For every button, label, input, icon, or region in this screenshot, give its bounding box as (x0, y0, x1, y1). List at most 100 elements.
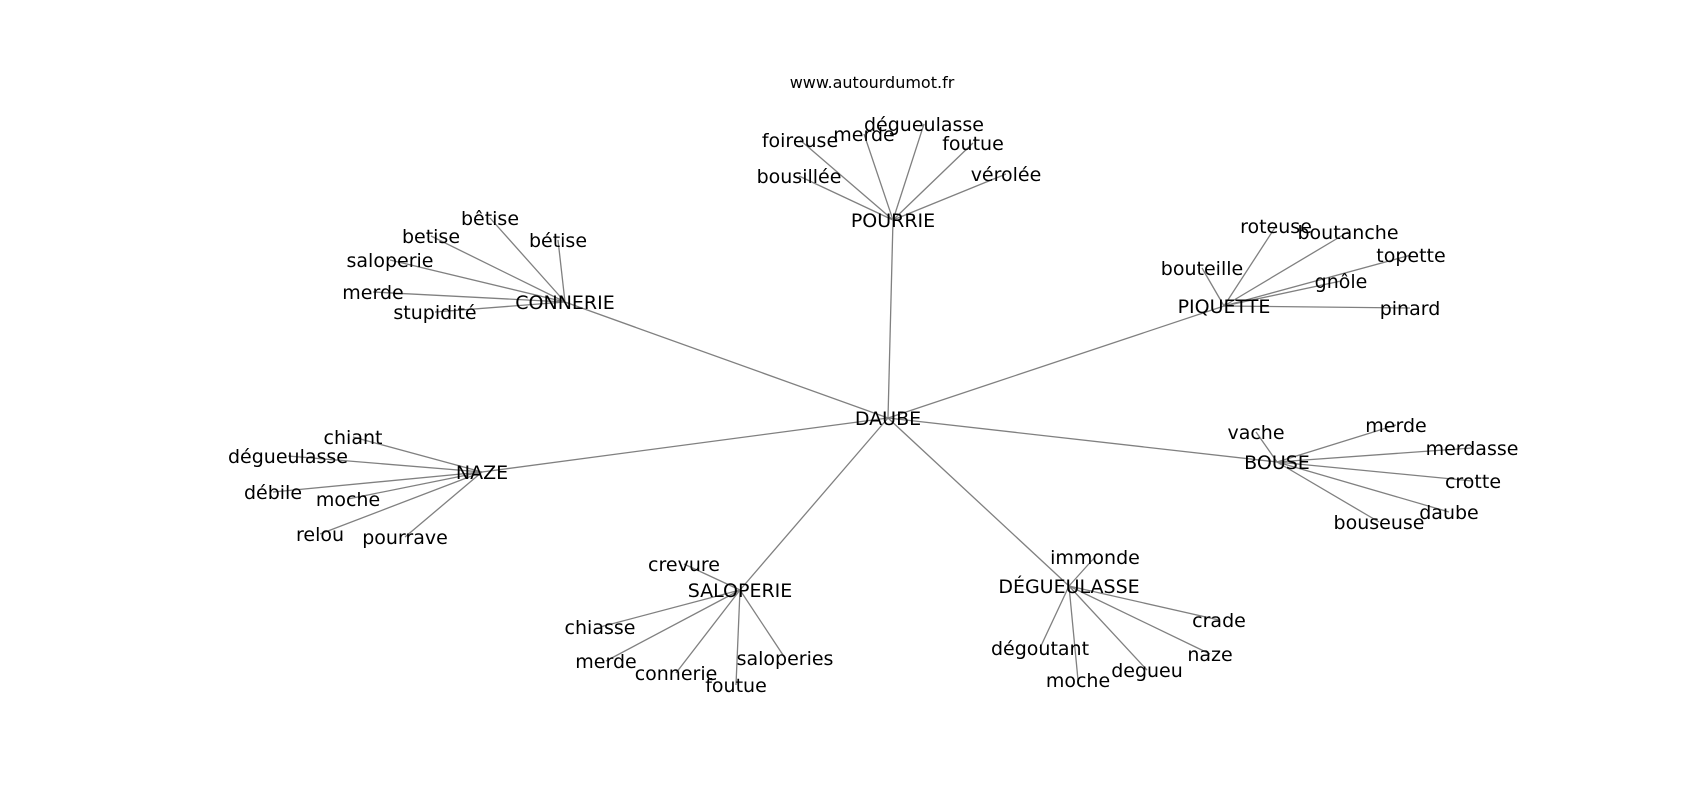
hub-node-label: POURRIE (851, 210, 935, 232)
edge-hub-leaf (1223, 254, 1412, 307)
edge-hub-leaf (1068, 585, 1079, 681)
leaf-node-label: vache (1227, 422, 1284, 444)
edge-hub-leaf (1223, 305, 1411, 309)
leaf-node-label: bouseuse (1334, 512, 1425, 534)
leaf-node-label: dégueulasse (864, 114, 984, 136)
leaf-node-label: débile (244, 482, 302, 504)
edge-hub-leaf (352, 436, 483, 473)
edge-hub-leaf (799, 139, 894, 221)
leaf-node-label: foutue (942, 133, 1004, 155)
hub-node-label: BOUSE (1244, 452, 1310, 474)
edge-center-hub (887, 417, 1278, 463)
leaf-node-label: dégoutant (991, 638, 1089, 660)
edge-hub-leaf (372, 291, 566, 303)
edge-hub-leaf (1068, 585, 1211, 655)
edge-hub-leaf (389, 259, 566, 303)
leaf-node-label: pourrave (362, 527, 448, 549)
edge-hub-leaf (347, 471, 483, 500)
leaf-node-label: pinard (1380, 298, 1441, 320)
edge-hub-leaf (489, 217, 566, 303)
edge-hub-leaf (1223, 280, 1342, 307)
leaf-node-label: boutanche (1297, 222, 1398, 244)
leaf-node-label: crevure (648, 554, 720, 576)
leaf-node-label: stupidité (393, 302, 476, 324)
edge-hub-leaf (798, 175, 894, 221)
edge-hub-leaf (735, 589, 741, 686)
edge-hub-leaf (1201, 267, 1225, 307)
leaf-node-label: topette (1376, 245, 1445, 267)
leaf-node-label: foireuse (762, 130, 838, 152)
leaf-node-label: crade (1192, 610, 1246, 632)
edge-hub-leaf (434, 301, 566, 313)
edge-hub-leaf (1223, 225, 1277, 307)
leaf-node-label: chiasse (565, 617, 636, 639)
hub-node-label: NAZE (456, 462, 508, 484)
leaf-node-label: saloperie (347, 250, 434, 272)
leaf-node-label: moche (316, 489, 380, 511)
leaf-node-label: saloperies (737, 648, 834, 670)
edge-hub-leaf (1068, 556, 1096, 587)
hub-node-label: PIQUETTE (1178, 296, 1271, 318)
site-label: www.autourdumot.fr (790, 73, 955, 92)
leaf-node-label: degueu (1111, 660, 1183, 682)
edge-center-hub (564, 301, 889, 419)
edge-hub-leaf (892, 173, 1007, 221)
edge-hub-leaf (557, 239, 566, 303)
edge-hub-leaf (675, 589, 741, 674)
edge-hub-leaf (739, 589, 786, 659)
leaf-node-label: daube (1419, 502, 1479, 524)
edge-hub-leaf (1223, 231, 1349, 307)
leaf-node-label: dégueulasse (228, 446, 348, 468)
leaf-node-label: immonde (1050, 547, 1140, 569)
edge-hub-leaf (892, 142, 974, 221)
edge-hub-leaf (1276, 461, 1474, 482)
edge-hub-leaf (404, 471, 483, 538)
leaf-node-label: chiant (324, 427, 383, 449)
edge-center-hub (887, 417, 1070, 587)
leaf-node-label: bouteille (1161, 258, 1243, 280)
edge-hub-leaf (863, 133, 894, 221)
edge-center-hub (887, 219, 894, 419)
edge-hub-leaf (319, 471, 483, 535)
leaf-node-label: naze (1187, 644, 1232, 666)
leaf-node-label: bétise (529, 230, 587, 252)
edge-hub-leaf (1255, 431, 1278, 463)
center-node-label: DAUBE (855, 408, 921, 430)
leaf-node-label: merde (1365, 415, 1426, 437)
leaf-node-label: foutue (705, 675, 767, 697)
edges (272, 123, 1474, 686)
leaf-node-label: merdasse (1426, 438, 1519, 460)
leaf-node-label: merde (833, 124, 894, 146)
edge-hub-leaf (683, 563, 741, 591)
leaf-node-label: relou (296, 524, 344, 546)
edge-hub-leaf (1276, 424, 1397, 463)
hub-node-label: DÉGUEULASSE (998, 575, 1139, 598)
leaf-node-label: merde (342, 282, 403, 304)
leaf-node-label: bousillée (757, 166, 842, 188)
edge-hub-leaf (599, 589, 741, 628)
edge-hub-leaf (1276, 461, 1380, 523)
hub-node-label: CONNERIE (515, 292, 614, 314)
edge-hub-leaf (287, 455, 483, 473)
leaf-node-label: crotte (1445, 471, 1501, 493)
edge-center-hub (887, 305, 1225, 419)
leaf-node-label: connerie (635, 663, 718, 685)
edge-hub-leaf (1068, 585, 1220, 621)
leaf-node-label: moche (1046, 670, 1110, 692)
edge-hub-leaf (1276, 447, 1473, 463)
edge-hub-leaf (892, 123, 925, 221)
leaf-node-label: betise (402, 226, 460, 248)
labels: DAUBEPOURRIEfoireusemerdedégueulassefout… (228, 114, 1518, 697)
edge-hub-leaf (1068, 585, 1148, 671)
leaf-node-label: vérolée (971, 164, 1042, 186)
edge-hub-leaf (430, 235, 566, 303)
edge-hub-leaf (1039, 585, 1070, 649)
edge-center-hub (481, 417, 889, 473)
leaf-node-label: roteuse (1240, 216, 1312, 238)
edge-center-hub (739, 417, 889, 591)
leaf-node-label: gnôle (1315, 271, 1368, 293)
edge-hub-leaf (605, 589, 741, 662)
leaf-node-label: merde (575, 651, 636, 673)
leaf-node-label: bêtise (461, 208, 519, 230)
